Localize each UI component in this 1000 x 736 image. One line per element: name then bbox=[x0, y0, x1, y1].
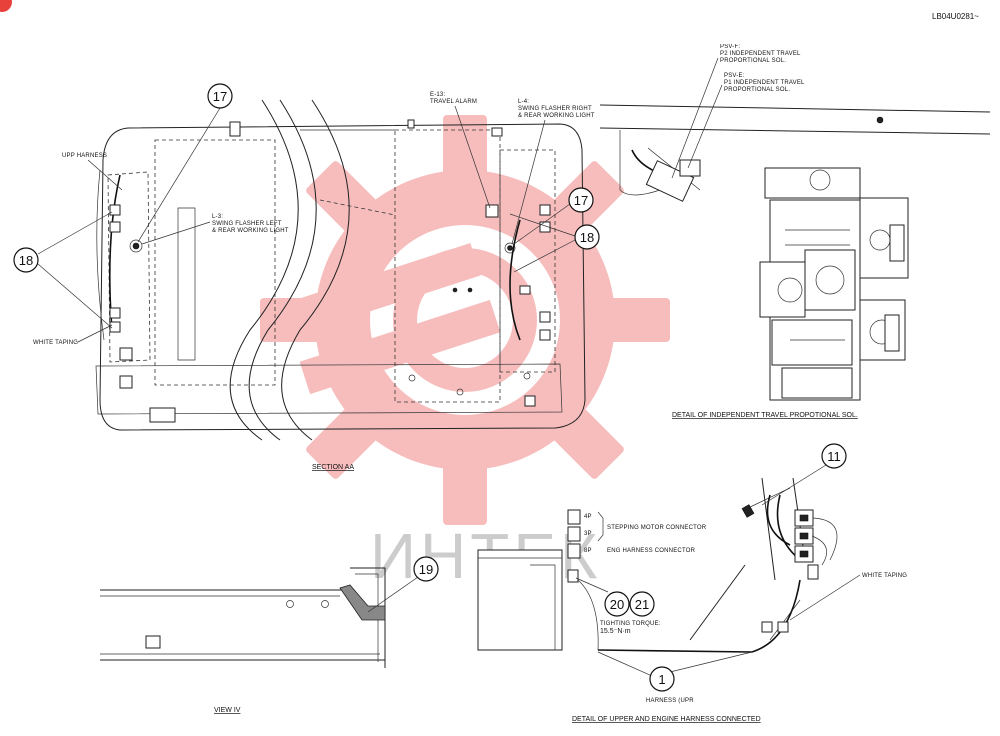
white-taping-label: WHITE TAPING bbox=[33, 340, 78, 346]
l3-label-line2: SWING FLASHER LEFT bbox=[212, 221, 282, 227]
corner-mark-icon bbox=[0, 0, 12, 12]
callout-19: 19 bbox=[367, 556, 439, 613]
travel-sol-drawing bbox=[599, 104, 991, 401]
svg-text:20: 20 bbox=[610, 597, 624, 612]
callout-21: 21 bbox=[629, 591, 655, 617]
callout-18-left: 18 bbox=[13, 211, 113, 329]
view-iv-drawing bbox=[100, 567, 386, 668]
callout-17-right: 17 bbox=[513, 187, 594, 245]
psvf-label-line2: P2 INDEPENDENT TRAVEL bbox=[720, 51, 801, 57]
callout-11: 11 bbox=[761, 443, 847, 506]
l4-label-line1: L-4: bbox=[518, 99, 529, 105]
eng-harness-label: ENG HARNESS CONNECTOR bbox=[607, 548, 696, 554]
harness-detail-drawing bbox=[477, 477, 838, 653]
torque-label-line2: 15.5⁻N·m bbox=[600, 628, 631, 635]
travel-sol-title: DETAIL OF INDEPENDENT TRAVEL PROPOTIONAL… bbox=[672, 412, 858, 419]
harness-detail-title: DETAIL OF UPPER AND ENGINE HARNESS CONNE… bbox=[572, 716, 761, 723]
watermark-gear-icon bbox=[260, 115, 670, 525]
svg-text:19: 19 bbox=[419, 562, 433, 577]
stepping-motor-label: STEPPING MOTOR CONNECTOR bbox=[607, 525, 707, 531]
section-aa-title: SECTION AA bbox=[312, 464, 354, 471]
view-iv-title: VIEW IV bbox=[214, 707, 241, 714]
upp-harness-label: UPP HARNESS bbox=[62, 153, 107, 159]
white-taping-right-label: WHITE TAPING bbox=[862, 573, 907, 579]
svg-text:1: 1 bbox=[658, 672, 665, 687]
svg-text:17: 17 bbox=[574, 193, 588, 208]
psvf-label-line1: PSV-F: bbox=[720, 44, 740, 50]
harness-upr-label: HARNESS (UPR bbox=[646, 698, 694, 704]
l4-label-line2: SWING FLASHER RIGHT bbox=[518, 106, 592, 112]
svg-text:18: 18 bbox=[580, 230, 594, 245]
psvf-label-line3: PROPORTIONAL SOL. bbox=[720, 58, 786, 64]
l4-label-line3: & REAR WORKING LIGHT bbox=[518, 113, 595, 119]
e13-label-line2: TRAVEL ALARM bbox=[430, 99, 477, 105]
callout-17-left: 17 bbox=[137, 83, 233, 243]
l3-label-line1: L-3: bbox=[212, 214, 223, 220]
conn-4p-label: 4P bbox=[584, 514, 592, 520]
svg-text:21: 21 bbox=[635, 597, 649, 612]
psve-label-line3: PROPORTIONAL SOL. bbox=[724, 87, 790, 93]
callout-18-right: 18 bbox=[509, 213, 600, 273]
callout-1: 1 bbox=[597, 651, 753, 692]
document-code: LB04U0281~ bbox=[932, 12, 979, 21]
section-aa-drawing bbox=[95, 99, 586, 441]
svg-text:18: 18 bbox=[19, 253, 33, 268]
e13-label-line1: E-13: bbox=[430, 92, 445, 98]
conn-3p-label: 3P bbox=[584, 531, 592, 537]
torque-label-line1: TIGHTING TORQUE: bbox=[600, 621, 661, 627]
svg-text:11: 11 bbox=[827, 449, 841, 464]
psve-label-line2: P1 INDEPENDENT TRAVEL bbox=[724, 80, 805, 86]
callout-20: 20 bbox=[575, 577, 630, 617]
psve-label-line1: PSV-E: bbox=[724, 73, 745, 79]
conn-8p-label: 8P bbox=[584, 548, 592, 554]
svg-text:17: 17 bbox=[213, 89, 227, 104]
l3-label-line3: & REAR WORKING LIGHT bbox=[212, 228, 289, 234]
